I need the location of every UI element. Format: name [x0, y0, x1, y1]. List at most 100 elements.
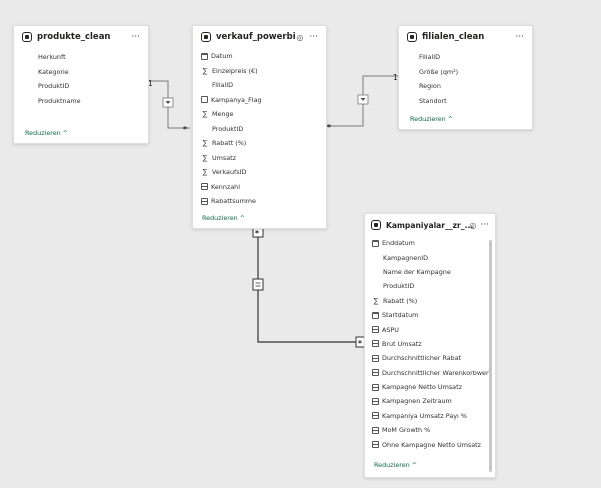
measure-icon: [372, 369, 379, 377]
more-options-icon[interactable]: ···: [131, 32, 140, 42]
field-label: Kampaniya Umsatz Payı %: [382, 411, 467, 420]
calendar-icon: [201, 52, 208, 60]
field-row[interactable]: ProduktID: [371, 279, 495, 293]
field-label: Startdatum: [382, 311, 419, 320]
field-row[interactable]: Produktname: [26, 94, 148, 109]
card-header[interactable]: filialen_clean ···: [399, 26, 532, 48]
field-label: Einzelpreis (€): [212, 66, 258, 75]
more-options-icon[interactable]: ···: [309, 32, 318, 42]
field-row[interactable]: ProduktID: [200, 122, 326, 137]
field-label: Herkunft: [38, 53, 66, 62]
measure-icon: [372, 354, 379, 362]
measure-icon: [372, 383, 379, 391]
table-title: produkte_clean: [37, 32, 111, 42]
field-label: Standort: [419, 96, 447, 105]
field-row[interactable]: Enddatum: [371, 236, 495, 250]
cardinality-many: *: [358, 339, 362, 348]
field-row[interactable]: Region: [407, 79, 532, 94]
table-card-verkauf[interactable]: verkauf_powerbi ◎ ··· Datum ∑ Einzelpreis …: [192, 25, 327, 229]
sigma-icon: ∑: [202, 110, 208, 119]
collapse-link[interactable]: Reduzieren ^: [374, 461, 418, 469]
visibility-icon[interactable]: ◎: [469, 220, 477, 230]
field-row[interactable]: KampagnenID: [371, 250, 495, 264]
field-row[interactable]: Kampaniya Umsatz Payı %: [371, 409, 495, 423]
bidirectional-filter-icon: [252, 278, 264, 291]
calendar-icon: [372, 311, 379, 319]
field-row[interactable]: Kennzahl: [200, 180, 326, 195]
field-row[interactable]: FilialID: [407, 50, 532, 65]
measure-icon: [201, 183, 208, 191]
sigma-icon: ∑: [202, 168, 208, 177]
field-row[interactable]: ∑Umsatz: [200, 151, 326, 166]
field-row[interactable]: ∑Menge: [200, 107, 326, 122]
field-row[interactable]: Brut Umsatz: [371, 337, 495, 351]
collapse-link[interactable]: Reduzieren ^: [410, 115, 454, 123]
field-row[interactable]: Größe (qm²): [407, 65, 532, 80]
field-row[interactable]: Ohne Kampagne Netto Umsatz: [371, 437, 495, 451]
field-row[interactable]: ProduktID: [26, 79, 148, 94]
table-icon: [371, 220, 381, 230]
field-row[interactable]: Kategorie: [26, 65, 148, 80]
sigma-icon: ∑: [202, 139, 208, 148]
field-label: Rabatt (%): [383, 296, 418, 305]
visibility-icon[interactable]: ◎: [296, 32, 304, 42]
field-row[interactable]: FilialID: [200, 78, 326, 93]
field-label: Kampanya_Flag: [211, 95, 262, 104]
field-row[interactable]: Standort: [407, 94, 532, 109]
table-title: filialen_clean: [422, 32, 485, 42]
field-label: Kennzahl: [211, 182, 241, 191]
field-row[interactable]: Rabattsumme: [200, 194, 326, 209]
field-label: Rabatt (%): [212, 139, 247, 148]
field-label: Rabattsumme: [211, 197, 256, 206]
field-row[interactable]: ∑ VerkaufsID: [200, 165, 326, 180]
filter-arrow-icon: [360, 98, 366, 101]
field-label: ProduktID: [383, 282, 415, 291]
field-row[interactable]: Kampagne Netto Umsatz: [371, 380, 495, 394]
more-options-icon[interactable]: ···: [480, 220, 489, 230]
field-label: Durchschnittlicher Warenkorbwert: [382, 368, 492, 377]
field-row[interactable]: Kampanya_Flag: [200, 93, 326, 108]
field-label: FilialID: [419, 53, 441, 62]
field-label: KampagnenID: [383, 253, 429, 262]
collapse-link[interactable]: Reduzieren ^: [202, 214, 246, 222]
field-row[interactable]: Durchschnittlicher Rabat: [371, 351, 495, 365]
field-label: Ohne Kampagne Netto Umsatz: [382, 440, 482, 449]
calendar-icon: [372, 239, 379, 247]
field-label: VerkaufsID: [212, 168, 247, 177]
field-label: ProduktID: [212, 124, 244, 133]
calculated-column-icon: [201, 96, 208, 104]
field-row[interactable]: Name der Kampagne: [371, 265, 495, 279]
field-label: Brut Umsatz: [382, 339, 422, 348]
filter-arrow-icon: [165, 101, 171, 104]
measure-icon: [372, 441, 379, 449]
field-row[interactable]: ∑Rabatt (%): [371, 294, 495, 308]
field-label: Kampagnen Zeitraum: [382, 397, 452, 406]
field-row[interactable]: Startdatum: [371, 308, 495, 322]
field-row[interactable]: MoM Growth %: [371, 423, 495, 437]
field-row[interactable]: Datum: [200, 49, 326, 64]
field-list: Datum ∑ Einzelpreis (€) FilialID Kampanya_Fl…: [193, 49, 326, 209]
field-row[interactable]: ASPU: [371, 322, 495, 336]
field-label: FilialID: [212, 81, 234, 90]
relationship-line-verkauf-kampagnen[interactable]: [257, 236, 362, 343]
sigma-icon: ∑: [202, 66, 208, 75]
card-header[interactable]: produkte_clean ···: [14, 26, 148, 48]
table-icon: [22, 32, 32, 42]
scrollbar[interactable]: [489, 240, 492, 472]
field-row[interactable]: Herkunft: [26, 50, 148, 65]
card-header[interactable]: Kampaniyalar__zr_... ◎ ···: [365, 214, 495, 236]
card-header[interactable]: verkauf_powerbi ◎ ···: [193, 26, 326, 48]
field-row[interactable]: Kampagnen Zeitraum: [371, 394, 495, 408]
field-row[interactable]: ∑ Rabatt (%): [200, 136, 326, 151]
measure-icon: [201, 197, 208, 205]
field-row[interactable]: ∑ Einzelpreis (€): [200, 64, 326, 79]
collapse-link[interactable]: Reduzieren ^: [25, 129, 69, 137]
more-options-icon[interactable]: ···: [515, 32, 524, 42]
field-row[interactable]: Durchschnittlicher Warenkorbwert: [371, 366, 495, 380]
